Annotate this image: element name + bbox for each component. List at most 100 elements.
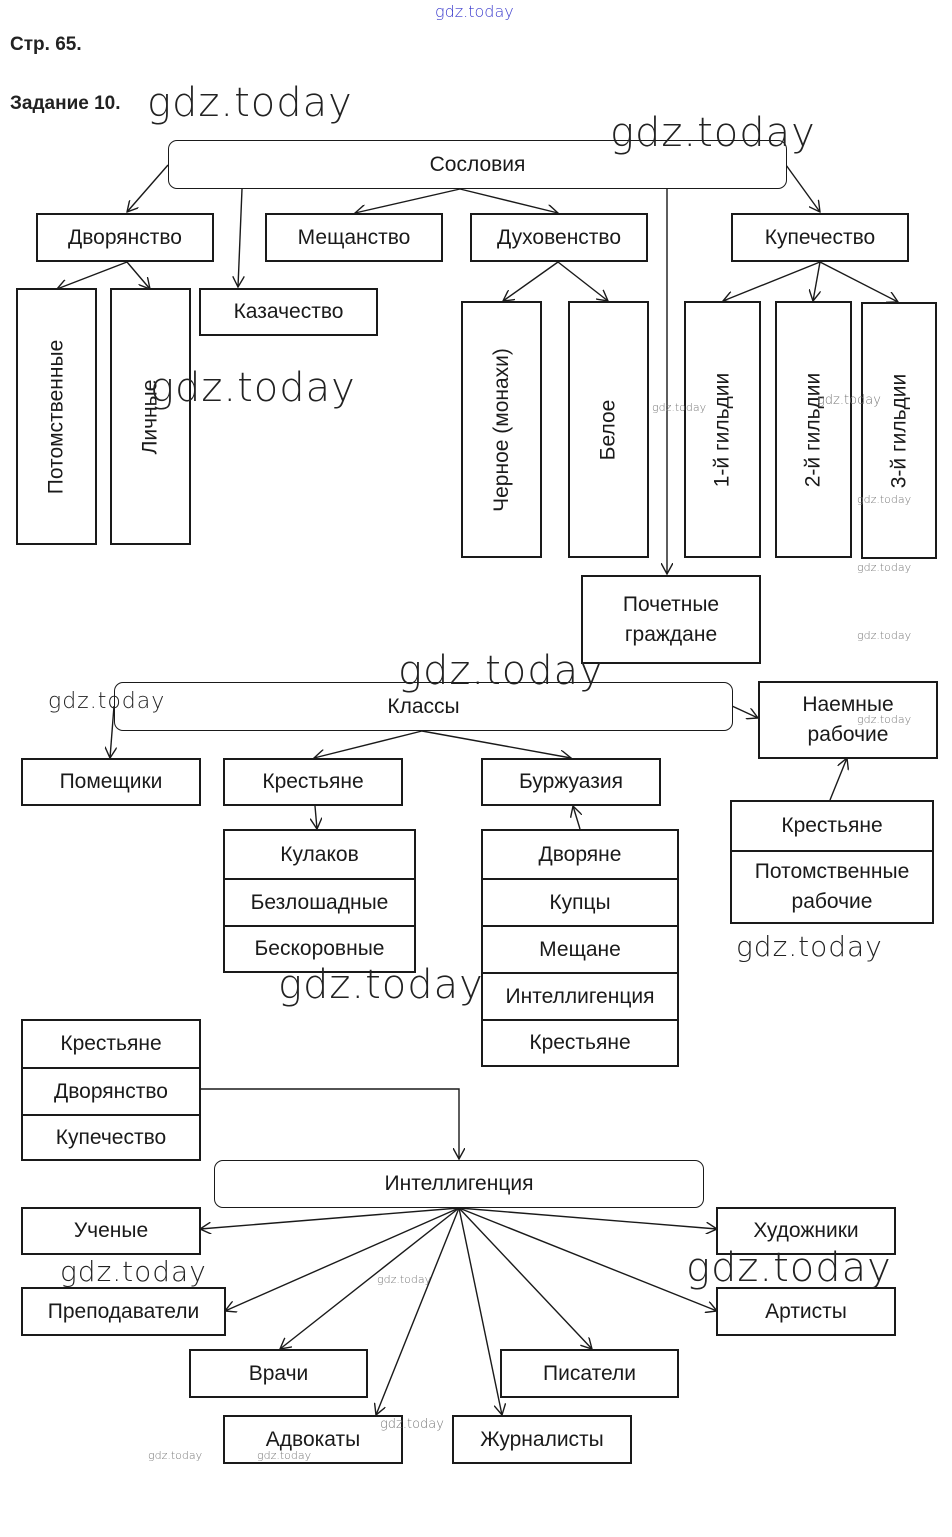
intelligentsia-sources-stack: Крестьяне Дворянство Купечество [21,1019,201,1161]
node-label: Дворянство [68,225,182,249]
arrow-int-teachers [225,1207,460,1311]
arrow-sources-intelligentsia [201,1088,459,1159]
node-label: Преподаватели [47,1299,200,1323]
node-label: Белое [596,399,620,460]
node-label: Помещики [59,770,163,793]
node-label: Буржуазия [519,770,623,793]
node-label: Ученые [73,1219,149,1242]
stack-cell: Потомственные рабочие [732,850,932,922]
node-label: Купечество [764,225,876,249]
node-label: 1-й гильдии [710,372,734,487]
arrow-int-journalists [458,1207,502,1415]
arrow-clergy-black [503,261,559,301]
landowners-node: Помещики [21,758,201,806]
node-label: 2-й гильдии [801,372,825,487]
arrow-nobility-hereditary [57,261,128,289]
watermark: gdz.today [736,930,883,963]
arrow-clergy-white [557,261,608,301]
stack-cell: Крестьяне [60,1032,162,1055]
task-title: Задание 10. [10,93,121,114]
stack-cell: Мещане [483,925,677,972]
node-label: Адвокаты [265,1427,361,1451]
cossacks-node: Казачество [199,288,378,336]
watermark: gdz.today [148,1449,203,1462]
node-label: Сословия [429,152,526,176]
node-label: Духовенство [496,225,622,249]
arrow-estates-nobility [127,164,169,212]
stack-cell: Интеллигенция [483,972,677,1019]
estates-root-node: Сословия [168,140,787,189]
guild-2-node: 2-й гильдии [775,301,852,558]
node-label: Художники [753,1219,859,1242]
merchants-node: Купечество [731,213,909,262]
node-label: Казачество [233,300,344,323]
arrow-classes-hired [731,705,758,718]
watermark: gdz.today [147,80,353,126]
hired-workers-sources-stack: Крестьяне Потомственные рабочие [730,800,934,924]
arrow-merchants-guild2 [813,261,820,301]
scientists-node: Ученые [21,1207,201,1255]
stack-cell: Крестьяне [781,814,883,837]
intelligentsia-root-node: Интеллигенция [214,1160,704,1208]
watermark: gdz.today [435,2,514,21]
arrow-int-doctors [280,1207,460,1349]
node-label: Черное (монахи) [489,347,513,512]
arrow-merchants-guild1 [723,261,821,301]
arrow-int-scientists [200,1207,460,1229]
bourgeoisie-sources-stack: Дворяне Купцы Мещане Интеллигенция Крест… [481,829,679,1067]
guild-3-node: 3-й гильдии [861,302,937,559]
watermark: gdz.today [278,962,484,1008]
watermark: gdz.today [48,689,166,714]
arrow-merchants-guild3 [819,261,898,302]
arrow-int-actors [458,1207,717,1311]
nobility-node: Дворянство [36,213,214,262]
watermark: gdz.today [150,365,356,411]
node-label: 3-й гильдии [887,373,911,488]
writers-node: Писатели [500,1349,679,1398]
node-label: Артисты [765,1299,847,1323]
black-clergy-node: Черное (монахи) [461,301,542,558]
bourgeoisie-node: Буржуазия [481,758,661,806]
node-label: Почетные граждане [622,592,720,646]
arrow-classes-peasants [314,730,423,758]
arrow-estates-cossacks [238,188,242,287]
stack-cell: Бескоровные [225,925,414,971]
journalists-node: Журналисты [452,1415,632,1464]
classes-root-node: Классы [114,682,733,731]
node-label: Наемные рабочие [802,693,894,746]
watermark: gdz.today [817,393,881,408]
stack-cell: Купечество [23,1114,199,1159]
arrow-int-writers [458,1207,592,1349]
teachers-node: Преподаватели [21,1287,226,1336]
watermark: gdz.today [857,493,912,506]
guild-1-node: 1-й гильдии [684,301,761,558]
arrow-int-lawyers [376,1207,460,1415]
peasants-node: Крестьяне [223,758,403,806]
arrow-sources-bourgeoisie [573,806,580,830]
townspeople-node: Мещанство [265,213,443,262]
watermark: gdz.today [857,561,912,574]
stack-cell: Кулаков [280,842,359,866]
personal-nobility-node: Личные [110,288,191,545]
watermark: gdz.today [60,1255,207,1288]
node-label: Интеллигенция [384,1172,534,1195]
arrow-sources-hired [829,758,847,801]
honorary-citizens-node: Почетные граждане [581,575,761,664]
watermark: gdz.today [398,648,604,694]
watermark: gdz.today [610,110,816,156]
node-label: Врачи [248,1361,309,1385]
arrow-nobility-personal [126,261,150,289]
stack-cell: Купцы [483,878,677,925]
node-label: Классы [387,694,460,718]
arrow-estates-clergy [459,188,558,213]
actors-node: Артисты [716,1287,896,1336]
hired-workers-node: Наемные рабочие [758,681,938,759]
arrow-estates-merchants [785,164,820,212]
watermark: gdz.today [380,1417,444,1432]
doctors-node: Врачи [189,1349,368,1398]
lawyers-node: Адвокаты [223,1415,403,1464]
node-label: Мещанство [297,225,411,249]
watermark: gdz.today [857,629,912,642]
white-clergy-node: Белое [568,301,649,558]
arrow-classes-landowners [110,705,114,758]
